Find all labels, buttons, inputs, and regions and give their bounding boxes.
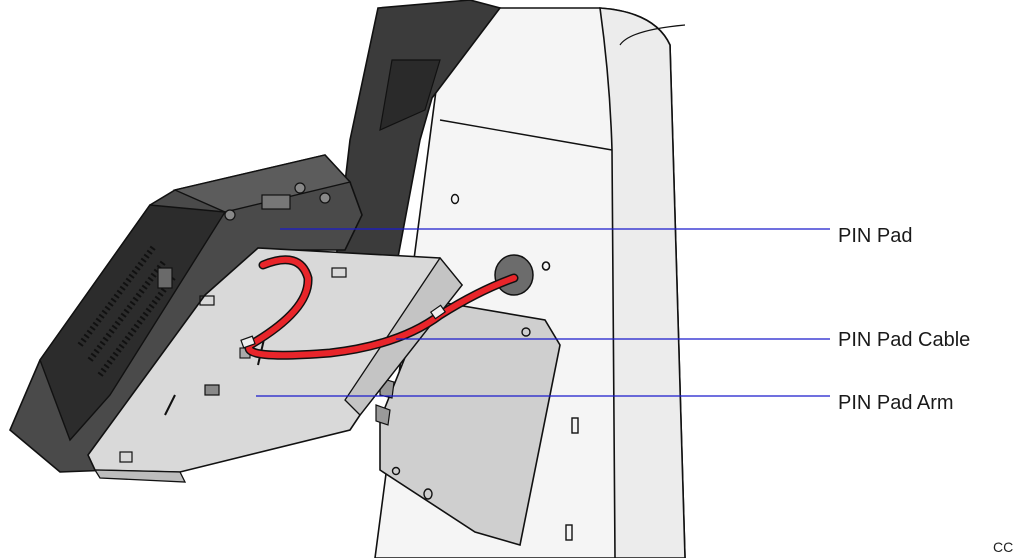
pin-pad-cable	[240, 255, 519, 360]
callout-pin-pad: PIN Pad	[838, 225, 913, 247]
pin-pad-device	[9, 0, 502, 473]
callout-pin-pad-arm: PIN Pad Arm	[838, 392, 954, 414]
figure-code: CC	[993, 539, 1014, 555]
leader-lines	[256, 228, 830, 397]
callout-pin-pad-cable: PIN Pad Cable	[838, 329, 971, 351]
